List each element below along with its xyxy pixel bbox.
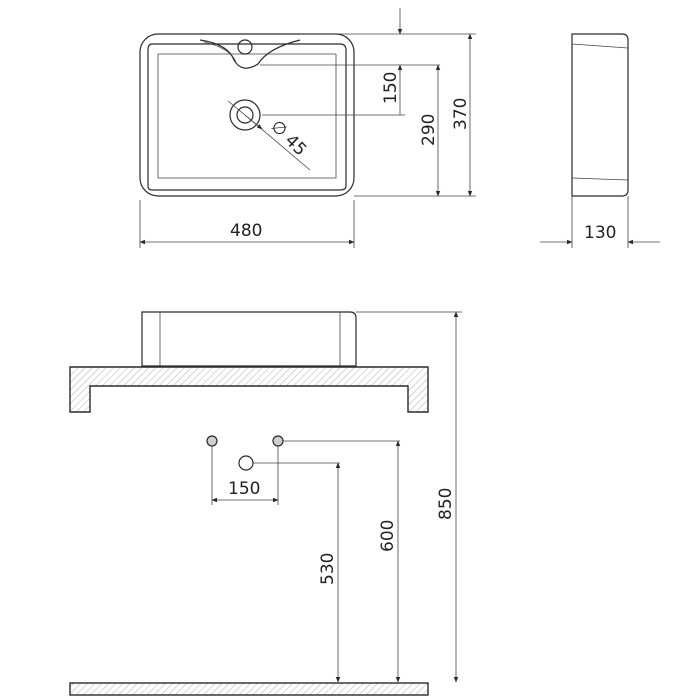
width-label: 480 bbox=[230, 221, 262, 241]
drain-offset-label: 290 bbox=[419, 114, 439, 146]
waste-height-label: 530 bbox=[318, 553, 338, 585]
supply-height-label: 600 bbox=[378, 520, 398, 552]
cold-supply-point bbox=[272, 435, 284, 447]
height-label: 130 bbox=[584, 223, 616, 243]
basin-side-view bbox=[540, 33, 660, 248]
tap-offset-label: 150 bbox=[381, 72, 401, 104]
tap-hole bbox=[237, 39, 253, 55]
floor bbox=[69, 682, 429, 696]
drain-inner bbox=[236, 106, 254, 124]
height-dimensions bbox=[335, 311, 459, 683]
width-dimension bbox=[139, 200, 355, 248]
supply-spacing-label: 150 bbox=[228, 479, 260, 499]
depth-label: 370 bbox=[451, 98, 471, 130]
waste-point bbox=[238, 455, 254, 471]
total-height-label: 850 bbox=[436, 488, 456, 520]
countertop bbox=[69, 366, 429, 413]
supply-and-waste-connections bbox=[206, 435, 400, 505]
hot-supply-point bbox=[206, 435, 218, 447]
drain-outer bbox=[229, 99, 261, 131]
depth-dimensions bbox=[260, 8, 476, 197]
basin-front-view bbox=[141, 311, 462, 367]
